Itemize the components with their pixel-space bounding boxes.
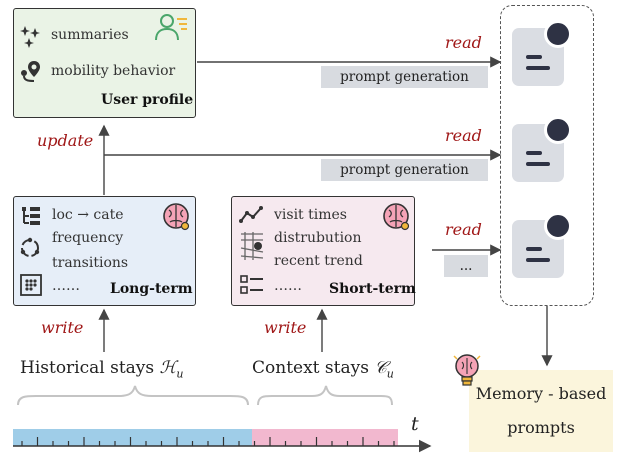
write-label-right: write [264,318,307,337]
ellipsis-label: ... [444,255,488,277]
checklist-icon [240,275,263,294]
context-stays-text: Context stays [252,358,369,378]
category-tree-icon [22,207,40,225]
historical-symbol: ℋ [159,358,177,378]
brain-icon-long [163,203,190,231]
profile-item-mobility: mobility behavior [51,63,176,79]
grid-dots-icon [20,274,42,296]
timeline-historical [13,429,252,446]
lightbulb-icon [453,354,481,386]
map-pin-route-icon [21,61,40,82]
sparkle-icon [20,26,40,48]
read-label-bottom: read [445,220,482,239]
context-symbol: 𝒞 [374,358,387,378]
output-line1: Memory - based [475,384,607,403]
short-term-item-distribution: distrubution [274,230,362,246]
brain-icon-short [383,203,410,231]
short-term-item-visit-times: visit times [274,207,347,223]
profile-item-summaries: summaries [51,27,129,43]
time-axis-label: t [411,413,419,435]
memory-based-prompts-box [469,370,613,452]
long-term-item-more: …… [52,278,80,294]
long-term-item-transitions: transitions [52,255,129,271]
map-distribution-icon [240,232,264,260]
memory-card-dot [544,20,572,48]
prompt-generation-label-middle: prompt generation [321,159,488,181]
short-term-title: Short-term [329,281,416,297]
write-label-left: write [41,318,84,337]
timeline-context [252,429,398,446]
context-brace [257,385,393,406]
read-label-top: read [445,33,482,52]
historical-stays-text: Historical stays [20,358,155,378]
memory-container [500,5,594,306]
update-label: update [37,131,94,150]
memory-card-dot [544,212,572,240]
memory-card-dot [544,116,572,144]
memory-card-1 [512,20,572,86]
context-subscript: u [386,367,394,381]
short-term-item-recent-trend: recent trend [274,253,363,269]
read-label-middle: read [445,126,482,145]
cycle-icon [20,237,40,257]
historical-brace [17,385,249,406]
timeline-ticks [21,437,395,446]
historical-stays-label: Historical stays ℋu [20,358,183,380]
long-term-item-frequency: frequency [52,230,124,246]
short-term-item-more: …… [274,278,302,294]
trend-line-icon [239,206,263,223]
memory-card-2 [512,116,572,182]
memory-card-3 [512,212,572,278]
user-list-icon [155,14,187,41]
historical-subscript: u [176,367,184,381]
prompt-generation-label-top: prompt generation [321,66,488,88]
output-line2: prompts [507,418,575,437]
long-term-title: Long-term [110,281,193,297]
user-profile-title: User profile [101,92,194,108]
context-stays-label: Context stays 𝒞u [252,358,394,380]
long-term-item-loc-cate: loc → cate [52,207,124,223]
